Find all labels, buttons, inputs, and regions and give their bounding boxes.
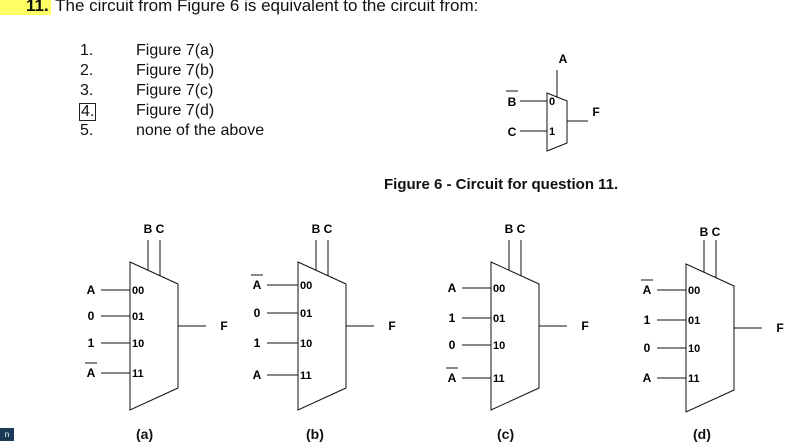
input-label: A	[87, 283, 96, 297]
input-label: 1	[88, 336, 95, 350]
port-label: 11	[300, 370, 312, 382]
input-label: 0	[88, 309, 95, 323]
mux-body	[685, 263, 735, 413]
input-label: A	[643, 371, 652, 385]
port-label: 10	[300, 338, 312, 350]
option-text[interactable]: Figure 7(c)	[136, 82, 214, 99]
option-number[interactable]: 2.	[80, 62, 94, 79]
option-number[interactable]: 1.	[80, 42, 94, 59]
port-label: 01	[132, 311, 144, 323]
figure6-caption: Figure 6 - Circuit for question 11.	[384, 176, 619, 193]
output-label: F	[388, 319, 395, 333]
input-label: A	[253, 368, 262, 382]
mux-body	[129, 261, 179, 411]
output-label: F	[581, 319, 588, 333]
port-label: 10	[132, 338, 144, 350]
option-text[interactable]: none of the above	[136, 122, 265, 139]
select-label: A	[559, 52, 568, 66]
input-label: A	[643, 283, 652, 297]
option-text[interactable]: Figure 7(d)	[136, 102, 215, 119]
select-label: B C	[144, 222, 165, 236]
port-label: 10	[688, 343, 700, 355]
port-label: 00	[493, 283, 505, 295]
port-label: 10	[493, 340, 505, 352]
figure7-caption: (a)	[136, 426, 154, 442]
output-label: F	[220, 319, 227, 333]
input-label: 0	[644, 341, 651, 355]
option-text[interactable]: Figure 7(a)	[136, 42, 215, 59]
input-label: 1	[449, 311, 456, 325]
input-label: A	[87, 366, 96, 380]
corner-tab[interactable]: n	[0, 428, 14, 441]
input-label: A	[448, 281, 457, 295]
input-label: A	[253, 278, 262, 292]
mux-body	[297, 261, 347, 411]
port-label: 1	[549, 126, 555, 138]
select-label: B C	[700, 225, 721, 239]
input-label: A	[448, 371, 457, 385]
input-label: C	[508, 125, 517, 139]
select-label: B C	[505, 222, 526, 236]
option-number[interactable]: 5.	[80, 122, 94, 139]
question-number: 11.	[0, 0, 51, 15]
port-label: 11	[493, 373, 505, 385]
port-label: 11	[132, 368, 144, 380]
port-label: 01	[300, 308, 312, 320]
input-label: B	[508, 95, 517, 109]
question-text: The circuit from Figure 6 is equivalent …	[55, 0, 479, 15]
question-title: 11. The circuit from Figure 6 is equival…	[0, 0, 478, 16]
output-label: F	[776, 321, 783, 335]
mux-body	[546, 92, 568, 152]
input-label: 1	[254, 336, 261, 350]
figure7-caption: (d)	[693, 426, 711, 442]
port-label: 11	[688, 373, 700, 385]
option-number[interactable]: 4.	[79, 103, 97, 121]
port-label: 01	[493, 313, 505, 325]
output-label: F	[592, 105, 599, 119]
port-label: 00	[300, 280, 312, 292]
mux-body	[490, 261, 540, 411]
port-label: 00	[688, 285, 700, 297]
port-label: 00	[132, 285, 144, 297]
option-text[interactable]: Figure 7(b)	[136, 62, 215, 79]
figure6-mux: A B 0C 1 F	[506, 52, 600, 152]
figure7-caption: (c)	[497, 426, 515, 442]
input-label: 0	[254, 306, 261, 320]
input-label: 0	[449, 338, 456, 352]
option-number[interactable]: 3.	[80, 82, 94, 99]
port-label: 0	[549, 96, 555, 108]
select-label: B C	[312, 222, 333, 236]
port-label: 01	[688, 315, 700, 327]
figure7-caption: (b)	[306, 426, 324, 442]
input-label: 1	[644, 313, 651, 327]
